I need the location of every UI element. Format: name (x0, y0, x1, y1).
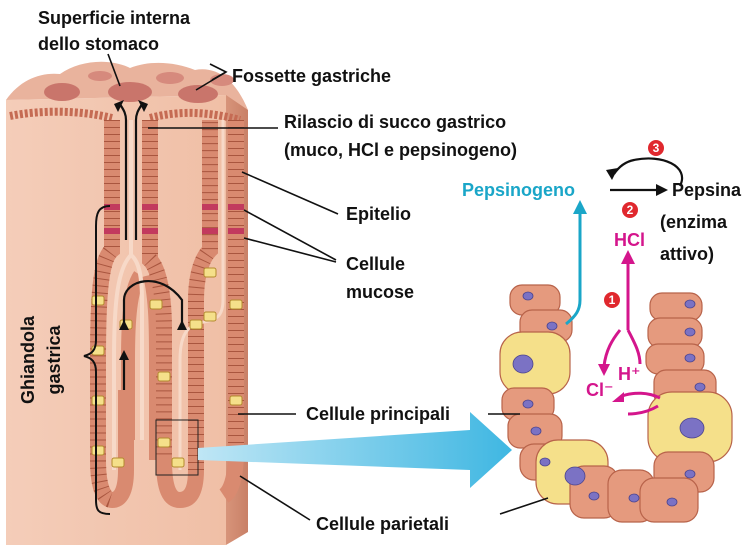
label-pepsin: Pepsina (672, 180, 742, 200)
activation-arrowhead (656, 184, 668, 196)
gland-cell-borders (90, 120, 120, 508)
cell-nuclei (512, 291, 706, 507)
step-badge-2: 2 (622, 202, 638, 218)
gastric-pit (178, 85, 218, 103)
label-parietal-cells: Cellule parietali (316, 514, 449, 534)
svg-text:3: 3 (653, 141, 660, 155)
gastric-pit (44, 83, 80, 101)
enlarged-gland (499, 284, 733, 523)
pepsinogen-release-arrow (565, 212, 582, 326)
label-epithelium: Epitelio (346, 204, 411, 224)
hcl-formation-arrows (602, 262, 661, 416)
svg-text:1: 1 (609, 293, 616, 307)
gland-lumen (112, 120, 133, 470)
label-hcl: HCl (614, 230, 645, 250)
label-gastric-gland: Ghiandola gastrica (18, 315, 64, 404)
svg-text:2: 2 (627, 203, 634, 217)
label-mucous-line1: Cellule (346, 254, 405, 274)
label-gland-line1: Ghiandola (18, 315, 38, 404)
label-h-ion: H⁺ (618, 364, 641, 384)
label-release-line2: (muco, HCl e pepsinogeno) (284, 140, 517, 160)
gastric-pit (156, 72, 184, 84)
gland-brace (83, 205, 111, 515)
stomach-tissue-block (6, 61, 248, 545)
secretion-arrowheads (114, 100, 187, 360)
step-badge-1: 1 (604, 292, 620, 308)
label-release-line1: Rilascio di succo gastrico (284, 112, 506, 132)
hcl-arrowheads (598, 250, 635, 402)
label-chief-cells: Cellule principali (306, 404, 450, 424)
leader-lines (107, 53, 549, 521)
gastric-pit (88, 71, 112, 81)
gland-wall (121, 271, 163, 460)
gland-wall (142, 120, 218, 509)
mucous-cells (104, 204, 244, 234)
step-badge-3: 3 (648, 140, 664, 156)
label-mucous-line2: mucose (346, 282, 414, 302)
zoom-region-box (155, 419, 199, 476)
label-active-enzyme-line2: attivo) (660, 244, 714, 264)
autocatalysis-arrow (613, 157, 683, 187)
label-surface-line1: Superficie interna (38, 8, 191, 28)
pepsinogen-arrowhead (573, 200, 587, 214)
label-active-enzyme-line1: (enzima (660, 212, 728, 232)
label-cl-ion: Cl⁻ (586, 380, 614, 400)
label-surface-line2: dello stomaco (38, 34, 159, 54)
gland-cell-borders (142, 120, 218, 470)
gastric-pit (108, 82, 152, 102)
label-pepsinogen: Pepsinogeno (462, 180, 575, 200)
label-gland-line2: gastrica (44, 324, 64, 394)
surface-epithelium (9, 107, 242, 124)
zoom-arrow (198, 412, 512, 488)
label-gastric-pits: Fossette gastriche (232, 66, 391, 86)
gland-lumen (129, 253, 144, 440)
autocatalysis-arrowhead (606, 168, 618, 180)
